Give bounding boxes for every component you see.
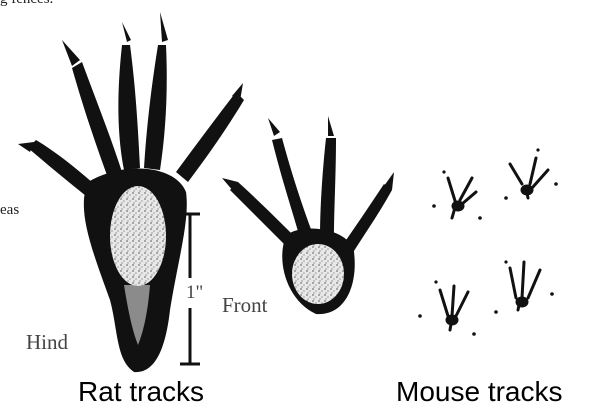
hind-label: Hind [26,330,68,355]
scale-label: 1" [186,282,203,304]
mouse-footprint-icon [418,148,558,335]
rat-front-footprint-icon [222,116,394,314]
rat-hind-footprint-icon [18,12,244,372]
front-label: Front [222,293,268,318]
mouse-tracks-caption: Mouse tracks [396,376,563,408]
rat-tracks-caption: Rat tracks [78,376,204,408]
